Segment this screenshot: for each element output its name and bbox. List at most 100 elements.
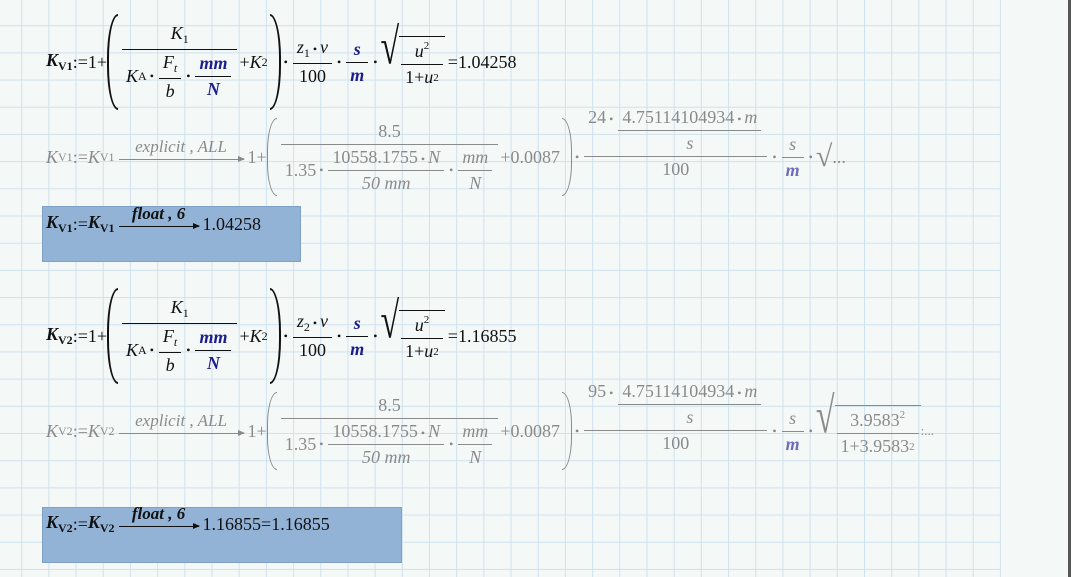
sub: 2 <box>261 328 268 343</box>
keyword: explicit , ALL <box>135 410 227 430</box>
exp: 2 <box>423 314 430 326</box>
op: + <box>96 325 107 346</box>
exp: 2 <box>433 345 439 358</box>
sub: V2 <box>58 423 73 438</box>
symbolic-arrow: explicit , ALL <box>118 410 245 436</box>
radical-icon: √ <box>815 140 833 173</box>
sub: A <box>138 343 147 357</box>
unit: m <box>350 64 365 85</box>
assign-op: := <box>72 51 88 72</box>
dot: • <box>420 151 426 166</box>
dot: • <box>186 343 191 357</box>
var: b <box>165 80 175 101</box>
var: v <box>320 311 329 331</box>
ellipsis: ... <box>832 146 846 167</box>
op: + <box>96 51 107 72</box>
const: 4.75114104934 <box>622 106 735 127</box>
sub: V1 <box>99 221 115 235</box>
var: K <box>249 51 262 72</box>
const: 0.0087 <box>510 146 560 167</box>
var: F <box>162 51 174 72</box>
sub: V1 <box>58 221 73 235</box>
sub: 2 <box>303 320 310 334</box>
const: 10558.1755 <box>332 420 418 441</box>
sub: 1 <box>303 46 310 60</box>
var: K <box>46 512 59 532</box>
dot: • <box>373 328 378 343</box>
unit: s <box>686 132 694 153</box>
var: b <box>165 354 175 375</box>
const: 24 <box>588 106 607 127</box>
const: 100 <box>292 63 333 87</box>
dot: • <box>319 436 324 451</box>
const: 100 <box>292 337 333 361</box>
dot: • <box>283 328 288 343</box>
const: 4.75114104934 <box>622 380 735 401</box>
unit: N <box>469 446 482 467</box>
op: + <box>414 67 425 87</box>
op: + <box>239 51 250 72</box>
kv1-float[interactable]: KV1:=KV1 float , 6 1.04258 <box>46 204 261 236</box>
kv2-float[interactable]: KV2:=KV2 float , 6 1.16855=1.16855 <box>46 504 330 536</box>
unit: mm <box>462 146 489 167</box>
sub: V1 <box>58 59 73 73</box>
var: K <box>87 146 100 167</box>
unit: N <box>469 172 482 193</box>
const: 100 <box>584 155 768 180</box>
unit: m <box>785 433 800 454</box>
var: K <box>126 66 139 86</box>
dot: • <box>420 425 426 440</box>
symbolic-arrow: explicit , ALL <box>118 137 245 162</box>
var: z <box>296 37 304 57</box>
const: 50 mm <box>362 172 411 193</box>
unit: N <box>206 353 220 373</box>
result: 1.16855 <box>271 513 330 534</box>
dot: • <box>772 149 777 164</box>
const: 1 <box>405 341 415 361</box>
symbolic-arrow: float , 6 <box>118 503 200 529</box>
var: F <box>162 325 174 346</box>
kv1-result-highlight <box>42 206 301 262</box>
result: 1.04258 <box>457 51 517 72</box>
radical-icon: √ <box>815 389 835 445</box>
paren-left <box>266 392 277 470</box>
exp: 2 <box>909 440 915 453</box>
op: + <box>849 436 860 456</box>
exp: 2 <box>423 40 430 52</box>
unit: mm <box>462 420 489 441</box>
dot: • <box>373 54 378 69</box>
dot: • <box>609 385 614 400</box>
sub: V2 <box>99 423 115 438</box>
unit: s <box>789 407 797 428</box>
dot: • <box>574 423 580 438</box>
assign-op: := <box>72 146 88 167</box>
var: K <box>87 212 100 232</box>
eval-op: = <box>261 513 272 534</box>
result: 1.16855 <box>202 513 262 534</box>
keyword: float , 6 <box>131 503 186 523</box>
unit: m <box>350 338 365 359</box>
dot: • <box>737 111 742 126</box>
paren-right <box>269 14 281 110</box>
var: K <box>46 146 59 167</box>
unit: m <box>744 106 758 127</box>
dot: • <box>449 162 454 177</box>
unit: s <box>789 133 797 154</box>
radical-icon: √ <box>380 294 400 350</box>
var: K <box>46 324 59 344</box>
paren-right <box>561 392 572 470</box>
